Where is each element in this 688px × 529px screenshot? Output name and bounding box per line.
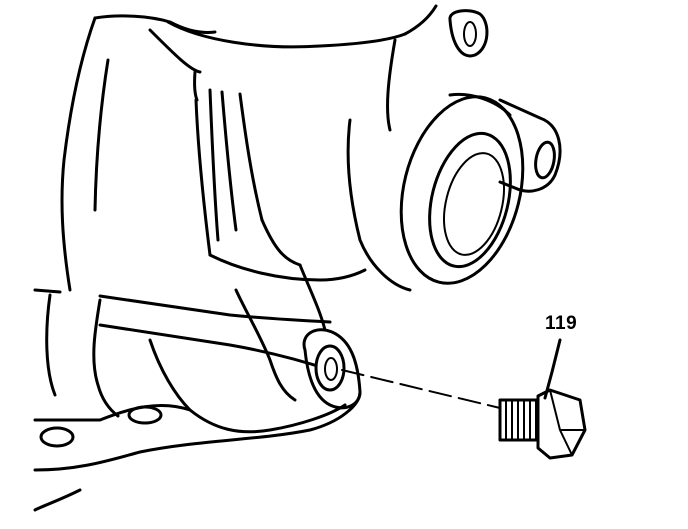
top-lug (448, 9, 489, 58)
flange-line (33, 288, 332, 324)
housing-inner-contour (93, 58, 110, 212)
flange-hole-left (39, 426, 75, 448)
housing-top-edge (93, 14, 217, 34)
drain-bolt (498, 388, 587, 460)
arm-tube-hole (534, 140, 556, 180)
casting-top-curve (166, 20, 407, 49)
housing-left-contour (60, 16, 97, 292)
washer (314, 344, 346, 392)
boss-inner-ring (428, 131, 512, 269)
callout-label: 119 (545, 313, 578, 334)
bottom-flange (33, 403, 347, 434)
callout-leader (543, 338, 562, 400)
arm-tube (498, 98, 562, 193)
alignment-line (341, 369, 501, 409)
flange-hole-mid (127, 405, 163, 425)
rib-left (208, 88, 220, 242)
rib-right (238, 92, 264, 222)
drain-boss (302, 328, 362, 410)
